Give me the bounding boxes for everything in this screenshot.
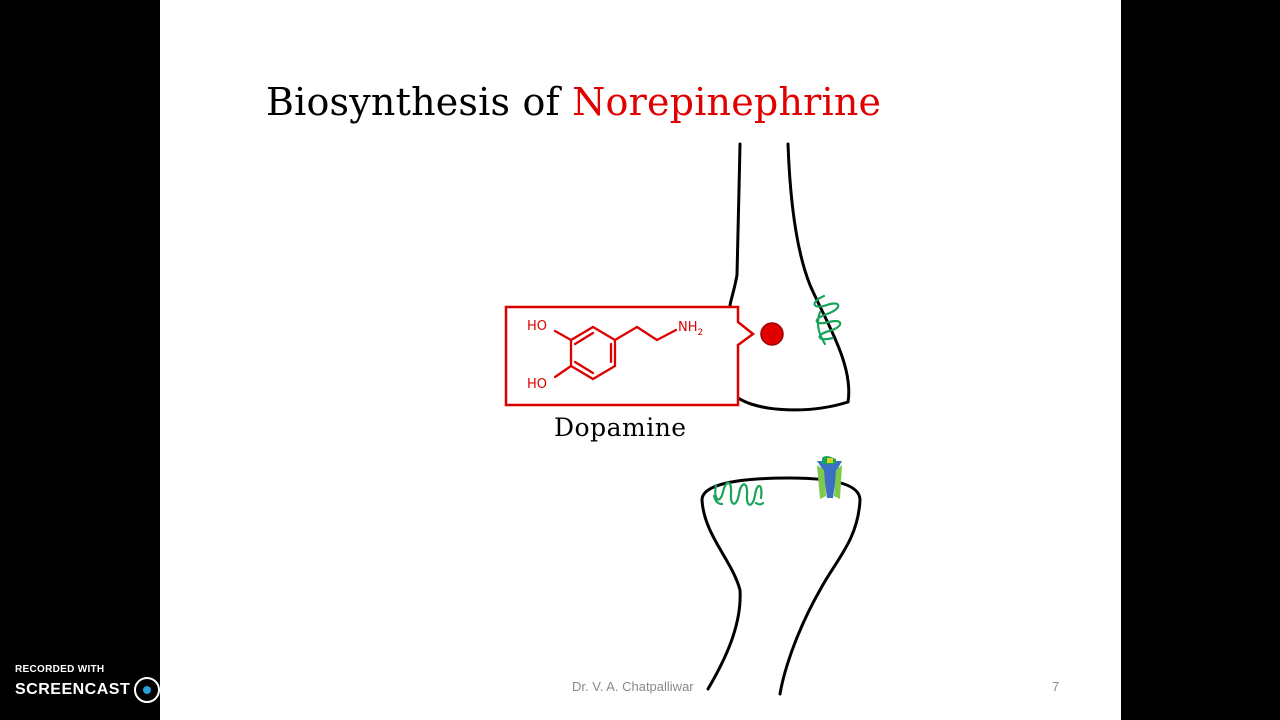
hydroxyl-top-label: HO [527, 319, 547, 334]
watermark-left: SCREENCAST [15, 681, 131, 698]
hydroxyl-bottom-label: HO [527, 377, 547, 392]
footer-author: Dr. V. A. Chatpalliwar [572, 679, 694, 694]
amine-text: NH [678, 320, 698, 335]
watermark-right: MATIC [163, 681, 216, 698]
postsynaptic-receptor-icon [712, 481, 765, 506]
title-highlight: Norepinephrine [572, 80, 882, 124]
screencast-logo-icon [134, 677, 161, 703]
amine-label: NH2 [678, 320, 703, 338]
molecule-caption: Dopamine [554, 413, 687, 442]
slide-number: 7 [1052, 679, 1060, 694]
dopamine-particle [760, 322, 784, 346]
watermark-line2: SCREENCAST MATIC [15, 677, 215, 703]
slide-title: Biosynthesis of Norepinephrine [266, 80, 881, 124]
ion-channel-icon [817, 456, 842, 499]
postsynaptic-neuron [700, 476, 862, 696]
screencast-watermark: RECORDED WITH SCREENCAST MATIC [15, 664, 215, 703]
title-prefix: Biosynthesis of [266, 80, 573, 124]
dopamine-box [504, 305, 756, 407]
presynaptic-terminal [728, 142, 851, 412]
watermark-line1: RECORDED WITH [15, 664, 105, 675]
synapse-diagram: HO HO NH2 [504, 142, 862, 696]
presynaptic-receptor-icon [813, 294, 842, 346]
dopamine-structure [553, 325, 678, 381]
slide: Biosynthesis of Norepinephrine HO HO NH2 [160, 0, 1121, 720]
amine-subscript: 2 [698, 328, 704, 338]
